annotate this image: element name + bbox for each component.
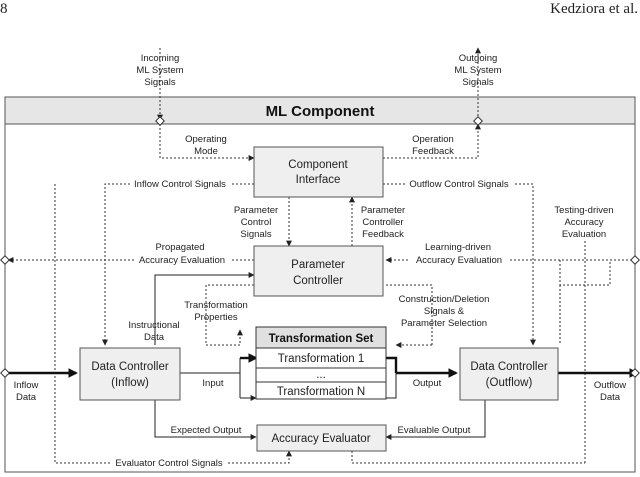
component-interface-label-2: Interface bbox=[296, 174, 341, 186]
transformation-properties-1: Transformation bbox=[184, 300, 248, 311]
page-number: 8 bbox=[0, 1, 8, 17]
incoming-signals-1: Incoming bbox=[141, 53, 180, 64]
component-interface-box: Component Interface bbox=[253, 146, 384, 198]
inflow-control-signals: Inflow Control Signals bbox=[134, 179, 226, 190]
transformation-set-title: Transformation Set bbox=[269, 333, 374, 345]
author-header: Kedziora et al. bbox=[550, 1, 638, 17]
accuracy-evaluator-label: Accuracy Evaluator bbox=[271, 433, 370, 445]
outgoing-signals-1: Outgoing bbox=[459, 53, 498, 64]
transformation-n: Transformation N bbox=[277, 386, 365, 398]
testing-driven-3: Evaluation bbox=[562, 229, 606, 240]
output-label: Output bbox=[413, 378, 442, 389]
propagated-evaluation-1: Propagated bbox=[155, 242, 204, 253]
construction-deletion-1: Construction/Deletion bbox=[399, 294, 490, 305]
input-label: Input bbox=[202, 378, 223, 389]
operating-mode-2: Mode bbox=[194, 146, 218, 157]
data-controller-inflow-label-1: Data Controller bbox=[91, 361, 169, 373]
incoming-signals-2: ML System bbox=[136, 65, 183, 76]
parameter-controller-feedback-3: Feedback bbox=[362, 229, 404, 240]
outflow-data-1: Outflow bbox=[594, 380, 626, 391]
parameter-controller-label-2: Controller bbox=[293, 275, 343, 287]
data-controller-outflow-label-2: (Outflow) bbox=[486, 377, 533, 389]
inflow-data-2: Data bbox=[16, 392, 37, 403]
parameter-controller-label-1: Parameter bbox=[291, 259, 345, 271]
parameter-control-signals-2: Control bbox=[241, 217, 272, 228]
outgoing-signals-2: ML System bbox=[454, 65, 501, 76]
outflow-control-signals: Outflow Control Signals bbox=[409, 179, 509, 190]
propagated-evaluation-2: Accuracy Evaluation bbox=[139, 255, 225, 266]
parameter-control-signals-1: Parameter bbox=[234, 205, 278, 216]
component-title: ML Component bbox=[266, 103, 375, 120]
component-interface-label-1: Component bbox=[288, 159, 348, 171]
testing-driven-1: Testing-driven bbox=[554, 205, 613, 216]
data-controller-outflow-box: Data Controller (Outflow) bbox=[459, 347, 559, 401]
data-controller-outflow-label-1: Data Controller bbox=[470, 361, 548, 373]
operation-feedback-1: Operation bbox=[412, 134, 454, 145]
operation-feedback-2: Feedback bbox=[412, 146, 454, 157]
construction-deletion-3: Parameter Selection bbox=[401, 318, 487, 329]
data-controller-inflow-box: Data Controller (Inflow) bbox=[79, 347, 181, 401]
instructional-data-1: Instructional bbox=[128, 320, 179, 331]
flow-labels: Incoming ML System Signals Outgoing ML S… bbox=[14, 53, 626, 469]
transformation-ellipsis: ... bbox=[316, 369, 326, 381]
parameter-controller-feedback-1: Parameter bbox=[361, 205, 405, 216]
parameter-controller-feedback-2: Controller bbox=[362, 217, 403, 228]
evaluable-output-label: Evaluable Output bbox=[398, 425, 471, 436]
instructional-data-2: Data bbox=[144, 332, 165, 343]
data-controller-inflow-label-2: (Inflow) bbox=[111, 377, 149, 389]
transformation-properties-2: Properties bbox=[194, 312, 238, 323]
expected-output-label: Expected Output bbox=[171, 425, 242, 436]
accuracy-evaluator-box: Accuracy Evaluator bbox=[256, 424, 387, 452]
outflow-data-2: Data bbox=[600, 392, 621, 403]
operating-mode-1: Operating bbox=[185, 134, 227, 145]
parameter-control-signals-3: Signals bbox=[240, 229, 271, 240]
transformation-1: Transformation 1 bbox=[278, 353, 365, 365]
evaluator-control-signals: Evaluator Control Signals bbox=[115, 458, 222, 469]
parameter-controller-box: Parameter Controller bbox=[253, 245, 384, 297]
inflow-data-1: Inflow bbox=[14, 380, 39, 391]
incoming-signals-3: Signals bbox=[144, 77, 175, 88]
testing-driven-2: Accuracy bbox=[564, 217, 603, 228]
transformation-set: Transformation Set Transformation 1 ... … bbox=[255, 326, 387, 400]
learning-driven-evaluation-1: Learning-driven bbox=[425, 242, 491, 253]
learning-driven-evaluation-2: Accuracy Evaluation bbox=[416, 255, 502, 266]
construction-deletion-2: Signals & bbox=[424, 306, 465, 317]
outgoing-signals-3: Signals bbox=[462, 77, 493, 88]
